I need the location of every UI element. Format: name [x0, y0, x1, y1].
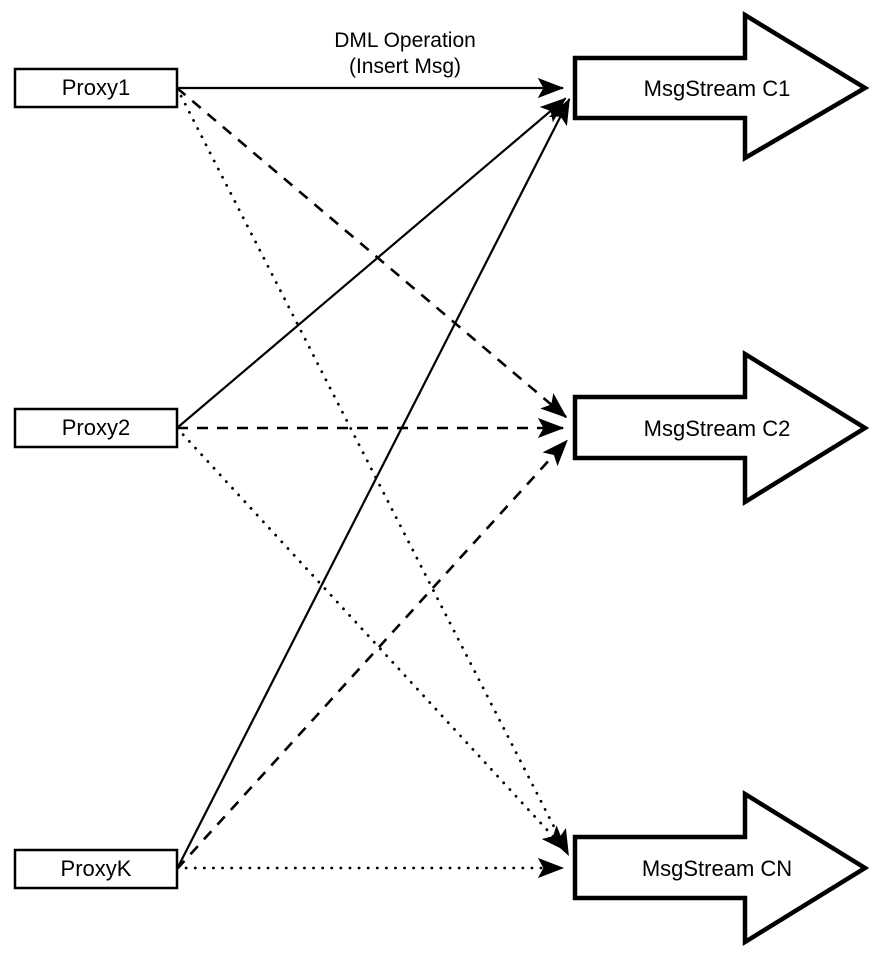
msgstream-cn-label: MsgStream CN	[642, 856, 792, 881]
edge-group	[175, 77, 571, 879]
msgstream-c1-arrow-shape[interactable]	[572, 10, 870, 162]
proxy-node-proxyk[interactable]: ProxyK	[13, 848, 179, 890]
proxyk-label: ProxyK	[61, 856, 132, 881]
msgstream-c2-label: MsgStream C2	[644, 416, 791, 441]
msgstream-group: MsgStream C1 MsgStream C2 MsgStream CN	[572, 10, 870, 947]
proxy1-box[interactable]	[13, 67, 179, 109]
msgstream-c1-label: MsgStream C1	[644, 76, 791, 101]
msgstream-node-c2[interactable]: MsgStream C2	[572, 349, 870, 507]
proxy-node-proxy2[interactable]: Proxy2	[13, 407, 179, 449]
edge-proxyk-to-msgstream-c1	[176, 98, 571, 870]
proxy2-label: Proxy2	[62, 415, 130, 440]
proxy-node-proxy1[interactable]: Proxy1	[13, 67, 179, 109]
msgstream-cn-arrow-shape[interactable]	[572, 789, 870, 947]
proxy-group: Proxy1 Proxy2 ProxyK	[13, 67, 179, 890]
edge-proxy2-to-msgstream-c1	[176, 97, 567, 429]
edge-annotation-dml-operation: DML Operation (Insert Msg)	[334, 29, 476, 78]
msgstream-c2-arrow-shape[interactable]	[572, 349, 870, 507]
proxy1-label: Proxy1	[62, 75, 130, 100]
proxyk-box[interactable]	[13, 848, 179, 890]
annotation-line-1: DML Operation	[334, 29, 476, 52]
msgstream-node-cn[interactable]: MsgStream CN	[572, 789, 870, 947]
annotation-line-2: (Insert Msg)	[349, 55, 461, 78]
edge-proxyk-to-msgstream-c2	[176, 439, 568, 870]
proxy2-box[interactable]	[13, 407, 179, 449]
edge-proxy1-to-msgstream-cn	[175, 86, 570, 857]
edge-proxy2-to-msgstream-cn	[175, 426, 568, 853]
edge-proxy1-to-msgstream-c2	[176, 87, 568, 419]
msgstream-node-c1[interactable]: MsgStream C1	[572, 10, 870, 162]
